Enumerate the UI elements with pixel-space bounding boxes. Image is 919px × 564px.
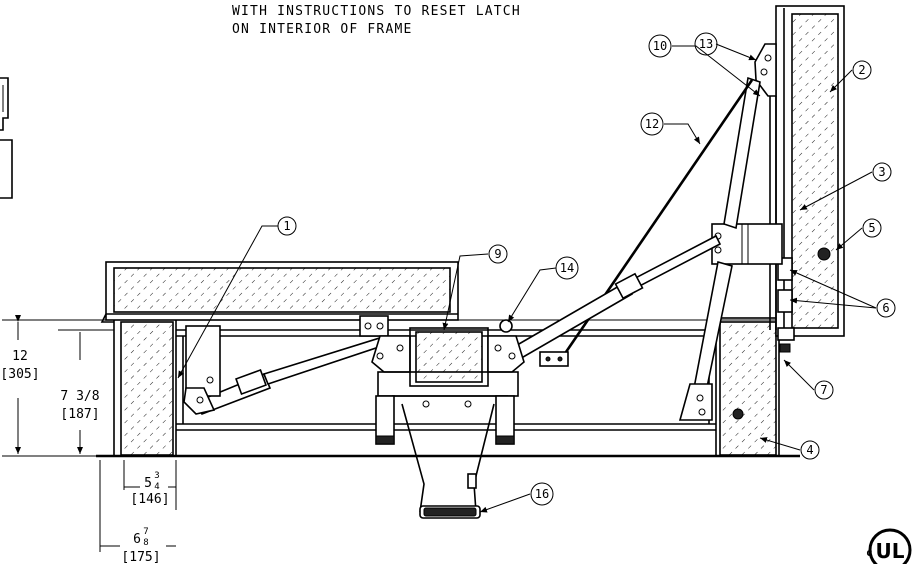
callout-6: 6 [876,298,896,318]
svg-text:7: 7 [143,527,148,537]
svg-text:6: 6 [882,301,889,315]
gas-spring-left [194,334,389,416]
dim-7-3-8: 7 3/8 [187] [60,389,99,422]
svg-text:[305]: [305] [0,367,39,382]
left-curb-insulation [120,321,174,456]
callout-leaders [177,43,877,513]
svg-text:[146]: [146] [130,492,169,507]
svg-text:12: 12 [12,349,28,364]
partial-detail-view [0,77,13,199]
svg-text:UL: UL [876,539,905,563]
bolt-4 [732,408,744,420]
note-line-1: WITH INSTRUCTIONS TO RESET LATCH [232,4,521,19]
svg-text:12: 12 [645,117,659,131]
callout-12: 12 [640,112,664,136]
svg-text:7 3/8: 7 3/8 [60,389,99,404]
svg-text:13: 13 [699,37,713,51]
svg-text:4: 4 [806,443,813,457]
gas-spring-right [510,234,722,362]
svg-text:10: 10 [653,39,667,53]
svg-text:6: 6 [133,532,141,547]
svg-text:3: 3 [878,165,885,179]
callout-14: 14 [555,256,579,280]
svg-text:8: 8 [143,538,148,548]
svg-text:5: 5 [868,221,875,235]
dimension-lines [2,315,177,552]
left-bracket [183,315,389,415]
closed-cover [100,261,459,323]
svg-text:c: c [866,546,873,559]
callout-9: 9 [488,244,508,264]
right-curb-insulation [719,321,777,456]
dim-5-3-4: 5 3 4 [146] [130,471,169,507]
svg-text:[187]: [187] [60,407,99,422]
callout-16: 16 [530,482,554,506]
svg-text:[175]: [175] [121,550,160,564]
svg-text:3: 3 [154,471,159,481]
bolt-5 [817,247,831,261]
callout-10: 10 [648,34,672,58]
dim-12: 12 [305] [0,349,39,382]
open-cover [775,5,845,353]
note-line-2: ON INTERIOR OF FRAME [232,22,413,37]
svg-text:5: 5 [144,476,152,491]
callout-13: 13 [694,32,718,56]
hinge-assembly [678,43,783,421]
callout-4: 4 [800,440,820,460]
svg-text:9: 9 [494,247,501,261]
ul-listed-logo: c UL [866,528,912,564]
callout-5: 5 [862,218,882,238]
latch-assembly [371,319,525,519]
svg-text:16: 16 [535,487,549,501]
svg-text:2: 2 [858,63,865,77]
svg-text:4: 4 [154,482,159,492]
svg-text:7: 7 [820,383,827,397]
callout-7: 7 [814,380,834,400]
dim-6-7-8: 6 7 8 [175] [121,527,160,564]
callout-3: 3 [872,162,892,182]
callout-1: 1 [277,216,297,236]
svg-text:1: 1 [283,219,290,233]
callout-2: 2 [852,60,872,80]
svg-text:14: 14 [560,261,574,275]
